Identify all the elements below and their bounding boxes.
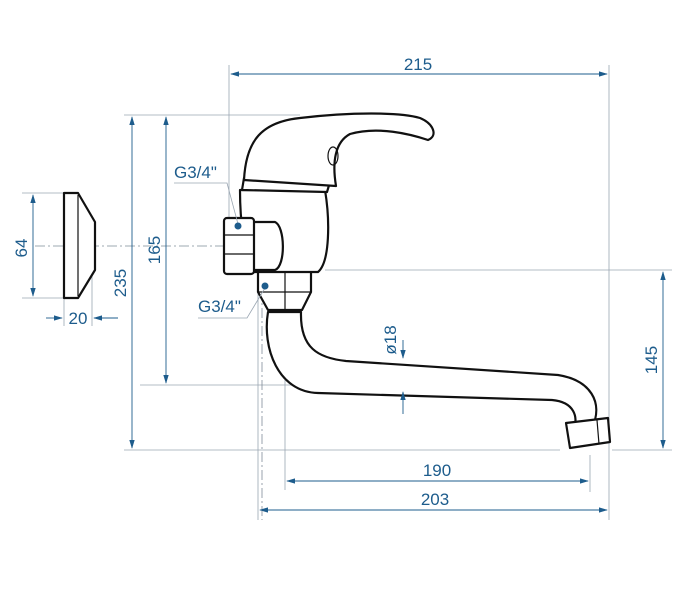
dim-spout-height-label: 145 [642, 346, 661, 374]
spout [265, 310, 612, 450]
dim-total-height: 235 [111, 116, 135, 449]
escutcheon-plate [62, 191, 97, 300]
dim-spout-diameter: ø18 [381, 325, 406, 414]
dim-spout-reach-outer: 203 [259, 490, 608, 513]
dim-escutcheon-depth-label: 20 [69, 309, 88, 328]
callout-inlet-thread: G3/4" [174, 163, 242, 230]
dim-total-height-label: 235 [111, 269, 130, 297]
dim-body-height: 165 [145, 116, 169, 384]
callout-outlet-thread: G3/4" [198, 282, 269, 319]
outlet-thread-label: G3/4" [198, 297, 241, 316]
dim-spout-reach-inner: 190 [286, 461, 589, 484]
dim-escutcheon-height: 64 [12, 194, 36, 297]
valve-body [222, 112, 435, 312]
dim-escutcheon-depth: 20 [46, 309, 118, 328]
dim-escutcheon-height-label: 64 [12, 239, 31, 258]
dim-spout-reach-inner-label: 190 [423, 461, 451, 480]
dim-spout-reach-outer-label: 203 [421, 490, 449, 509]
extension-lines [22, 65, 672, 520]
inlet-thread-label: G3/4" [174, 163, 217, 182]
dim-spout-diameter-label: ø18 [381, 325, 400, 354]
dim-spout-height: 145 [642, 271, 666, 449]
dim-overall-width: 215 [230, 55, 608, 77]
dim-body-height-label: 165 [145, 236, 164, 264]
aerator [564, 416, 612, 450]
dim-overall-width-label: 215 [404, 55, 432, 74]
